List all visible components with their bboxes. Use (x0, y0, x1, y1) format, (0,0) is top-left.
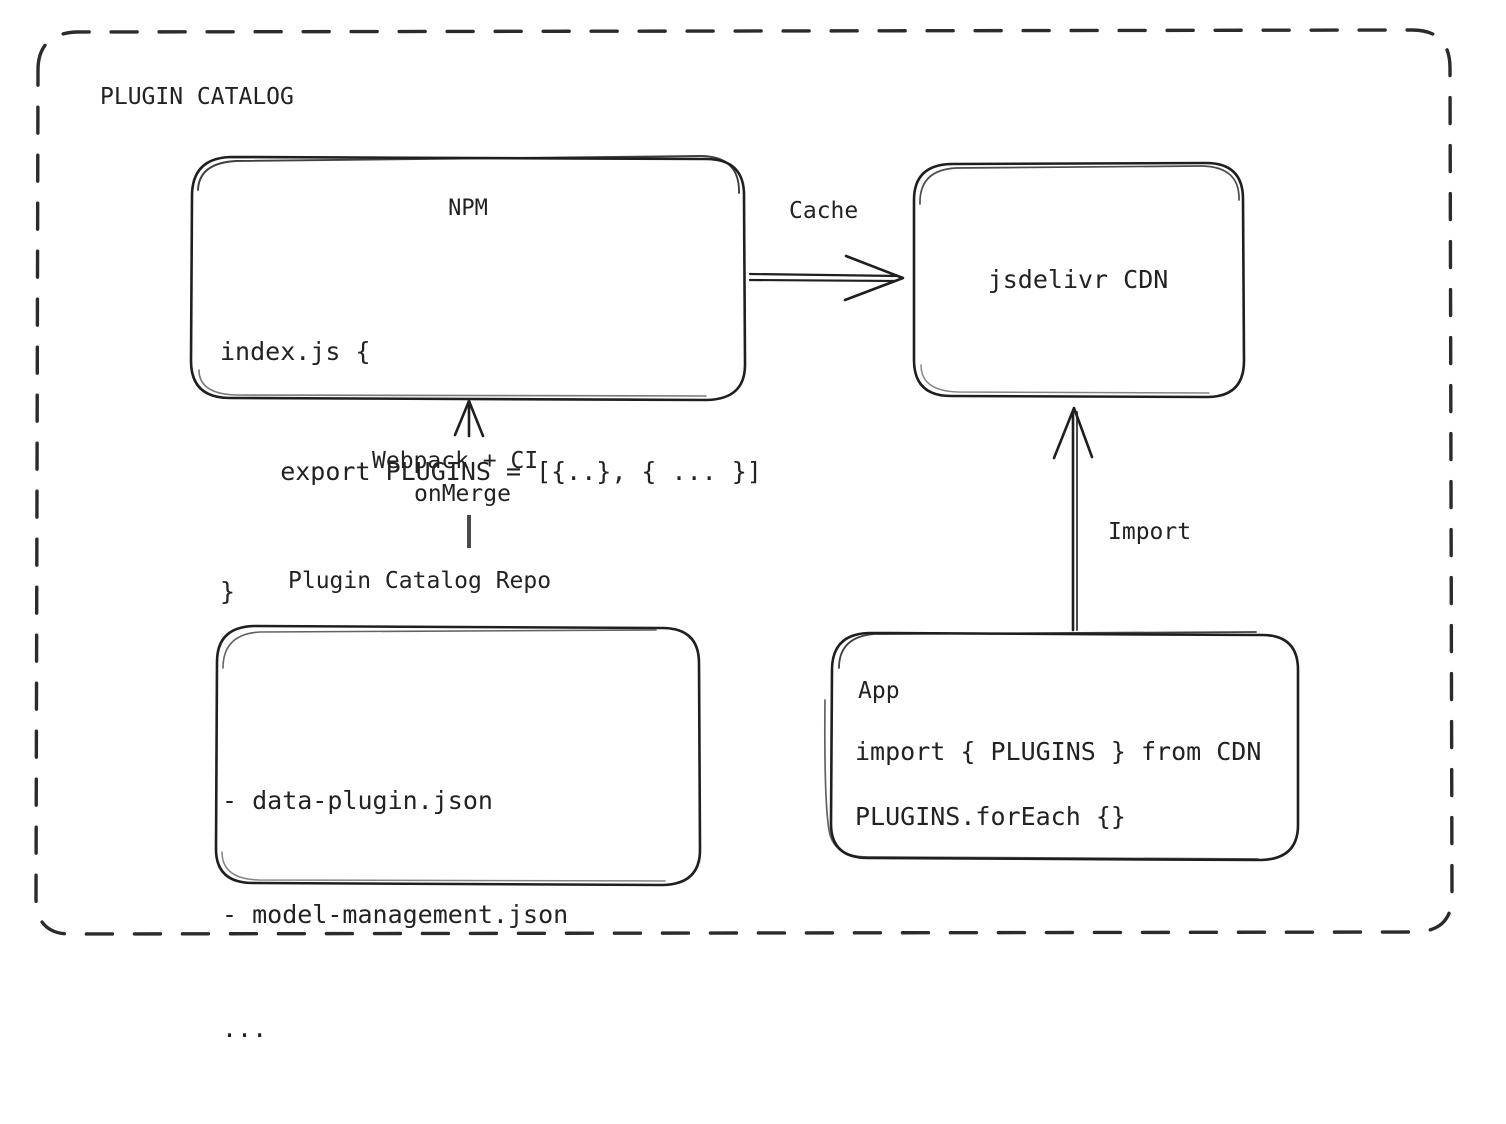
edge-label-cache: Cache (789, 198, 859, 224)
list-item: - data-plugin.json (222, 786, 493, 815)
npm-code-line: } (220, 577, 236, 606)
diagram-canvas: PLUGIN CATALOG NPM index.js { export PLU… (34, 28, 1454, 1043)
edge-npm-to-cdn (748, 254, 905, 302)
list-item: - model-management.json (222, 900, 569, 929)
npm-code-line: export PLUGINS = [{..}, { ... }] (220, 457, 762, 486)
npm-code-line: index.js { (220, 337, 371, 366)
node-jsdelivr-cdn-title: jsdelivr CDN (987, 265, 1169, 294)
edge-app-to-cdn (1052, 406, 1094, 632)
edge-label-onmerge: onMerge (414, 481, 511, 507)
list-item: ... (222, 1014, 268, 1043)
node-app-title: App (858, 678, 900, 704)
node-plugin-catalog-repo-caption: Plugin Catalog Repo (288, 568, 552, 594)
node-plugin-catalog-repo-list: - data-plugin.json - model-management.js… (222, 706, 568, 1124)
node-app-code-line: import { PLUGINS } from CDN (855, 737, 1262, 766)
edge-label-import: Import (1108, 519, 1192, 545)
page-title: PLUGIN CATALOG (100, 84, 294, 110)
node-npm-title: NPM (448, 196, 488, 221)
node-app-code-line: PLUGINS.forEach {} (855, 802, 1126, 831)
edge-label-webpack-ci: Webpack + CI (372, 448, 539, 474)
node-npm-code: index.js { export PLUGINS = [{..}, { ...… (220, 252, 762, 692)
